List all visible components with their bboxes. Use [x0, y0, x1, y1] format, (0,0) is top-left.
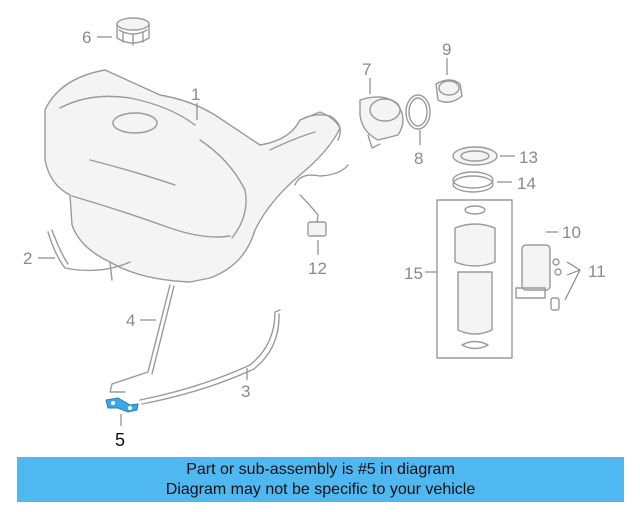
callout-15: 15: [404, 264, 423, 283]
callout-8: 8: [414, 149, 423, 168]
part-8-gasket: [405, 94, 431, 130]
part-13-lock-ring: [452, 146, 498, 166]
callout-6: 6: [82, 28, 91, 47]
part-7-filler-neck: [359, 96, 404, 149]
part-9-cap: [435, 79, 463, 103]
callout-5: 5: [115, 430, 125, 450]
part-5-bracket: [105, 397, 139, 413]
part-15-pump-module: [436, 199, 513, 359]
part-12-sender: [294, 164, 349, 237]
callout-14: 14: [517, 174, 536, 193]
info-banner: Part or sub-assembly is #5 in diagram Di…: [17, 457, 624, 502]
callout-10: 10: [562, 223, 581, 242]
callout-13: 13: [519, 148, 538, 167]
callout-2: 2: [23, 249, 32, 268]
part-14-seal: [452, 171, 494, 193]
part-1-fuel-tank: [44, 69, 341, 283]
part-4-strap: [109, 284, 175, 393]
part-6-cap: [116, 17, 150, 46]
parts-diagram: 6 1 2 4 3 5: [23, 17, 606, 450]
banner-line-2: Diagram may not be specific to your vehi…: [165, 480, 476, 498]
part-2-strap: [47, 229, 131, 272]
callout-12: 12: [308, 259, 327, 278]
banner-line-1: Part or sub-assembly is #5 in diagram: [186, 460, 455, 478]
callout-1: 1: [191, 85, 200, 104]
part-11-clips: [550, 258, 562, 311]
callout-4: 4: [126, 311, 135, 330]
part-10-pump: [515, 244, 551, 299]
callout-11: 11: [588, 262, 606, 281]
callout-9: 9: [442, 40, 451, 59]
callout-7: 7: [362, 60, 371, 79]
leader-11: [564, 261, 582, 301]
callout-3: 3: [241, 382, 250, 401]
part-3-strap: [139, 309, 281, 405]
